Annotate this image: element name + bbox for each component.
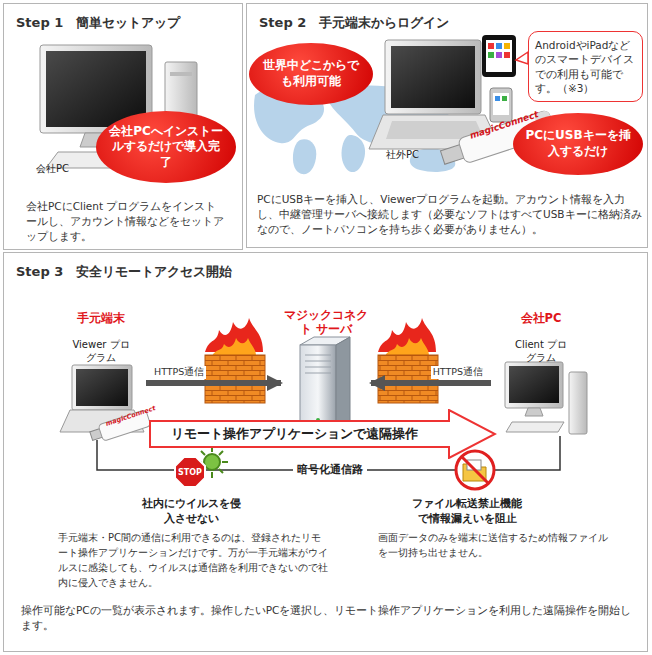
step-panel: Step 3 安全リモートアクセス開始操作可能なPCの一覧が表示されます。操作し… [3, 252, 648, 652]
callout-text: PCにUSBキーを挿入するだけ [513, 128, 643, 159]
company-desktop [506, 422, 564, 432]
octagon-outline [175, 457, 205, 487]
channel-label: 暗号化通信路 [293, 462, 367, 477]
file-prohibited-icon [456, 451, 494, 489]
firewall [378, 355, 438, 403]
tablet-icon [486, 40, 512, 72]
firewall [385, 338, 429, 356]
step-heading: Step 1 簡単セットアップ [16, 14, 180, 32]
server-tower [300, 345, 336, 433]
stop-sign: STOP [174, 456, 206, 488]
phone-icon [495, 96, 500, 101]
tablet-icon [488, 52, 494, 58]
virus-icon [204, 454, 220, 470]
arrow-text: リモート操作アプリケーションで遠隔操作 [149, 425, 418, 443]
viewer-laptop [76, 369, 128, 406]
note-box: AndroidやiPadなどのスマートデバイスでの利用も可能です。（※3） [528, 31, 643, 102]
firewall [205, 355, 265, 403]
step-heading: Step 2 手元端末からログイン [259, 14, 449, 32]
phone-icon [502, 96, 507, 101]
file-prohibited-icon [462, 457, 488, 483]
device-label: 会社PC [36, 162, 69, 176]
outside-laptop [385, 40, 481, 114]
stop-text: STOP [178, 468, 202, 477]
world-map [293, 139, 316, 174]
remote-operation-arrow: リモート操作アプリケーションで遠隔操作 [149, 409, 497, 459]
arrow-outline [150, 410, 495, 458]
tablet-icon [488, 43, 494, 49]
company-desktop [170, 72, 192, 76]
feature-description: 画面データのみを端末に送信するため情報ファイルを一切持ち出せません。 [378, 530, 610, 560]
step-panel: Step 2 手元端末からログイン PCにUSBキーを挿入し、Viewerプログラ… [246, 3, 648, 248]
https-arrow [146, 380, 281, 386]
step-heading: Step 3 安全リモートアクセス開始 [16, 263, 232, 281]
program-name: Client プログラム [511, 338, 571, 364]
viewer-terminal: 手元端末 Viewer プログラム [56, 306, 146, 441]
viewer-laptop [72, 365, 132, 410]
tablet-icon [504, 43, 510, 49]
device-label: 社外PC [386, 148, 419, 162]
feature-caption: ファイル転送禁止機能で情報漏えいを阻止 [408, 497, 526, 527]
company-desktop [525, 408, 543, 416]
firewall [378, 318, 438, 403]
world-map [342, 135, 366, 172]
feature-description: 手元端末・PC間の通信に利用できるのは、登録されたリモート操作アプリケーションだ… [58, 530, 330, 590]
step-description: PCにUSBキーを挿入し、Viewerプログラムを起動。アカウント情報を入力し、… [257, 192, 642, 238]
tablet-icon [504, 52, 510, 58]
usb-brand: magicConnect [105, 404, 157, 428]
server-tower [336, 337, 350, 433]
server-tower [300, 337, 350, 433]
callout-tail [516, 52, 528, 64]
feature-caption: 社内にウイルスを侵入させない [138, 497, 244, 527]
phone-icon [493, 93, 509, 115]
edge-label: HTTPS通信 [431, 366, 485, 379]
tablet-icon [482, 35, 516, 77]
company-desktop [505, 362, 587, 434]
tablet-icon [496, 43, 502, 49]
company-desktop [505, 362, 563, 408]
tablet-icon [496, 52, 502, 58]
note-text: AndroidやiPadなどのスマートデバイスでの利用も可能です。（※3） [529, 35, 642, 98]
company-desktop [569, 372, 587, 434]
callout-text: 世界中どこからでも利用可能 [249, 58, 373, 89]
firewall [212, 338, 256, 356]
https-arrow [371, 380, 491, 386]
callout-text: 会社PCへインストールするだけで導入完了 [96, 124, 236, 171]
firewall [205, 318, 265, 403]
callout-bubble: PCにUSBキーを挿入するだけ [513, 113, 643, 175]
terminal-title: 手元端末 [56, 311, 146, 325]
step-description: 操作可能なPCの一覧が表示されます。操作したいPCを選択し、リモート操作アプリケ… [21, 603, 633, 633]
outside-laptop [391, 46, 475, 108]
company-desktop [509, 366, 559, 403]
server-title: マジックコネクト サーバ [281, 308, 371, 337]
program-name: Viewer プログラム [71, 338, 131, 364]
terminal-title: 会社PC [491, 311, 591, 325]
company-pc: 会社PC Client プログラム [491, 306, 591, 441]
relay-server: マジックコネクト サーバ [281, 306, 371, 436]
server-tower [305, 355, 331, 373]
callout-bubble: 世界中どこからでも利用可能 [249, 43, 373, 105]
step-description: 会社PCにClient プログラムをインストールし、アカウント情報などをセットア… [26, 199, 226, 245]
step-panel: Step 1 簡単セットアップ会社PCにClient プログラムをインストールし… [3, 3, 243, 250]
edge-label: HTTPS通信 [152, 366, 206, 379]
callout-bubble: 会社PCへインストールするだけで導入完了 [96, 111, 236, 183]
tablet-icon [482, 35, 516, 77]
file-prohibited-icon [456, 451, 494, 489]
